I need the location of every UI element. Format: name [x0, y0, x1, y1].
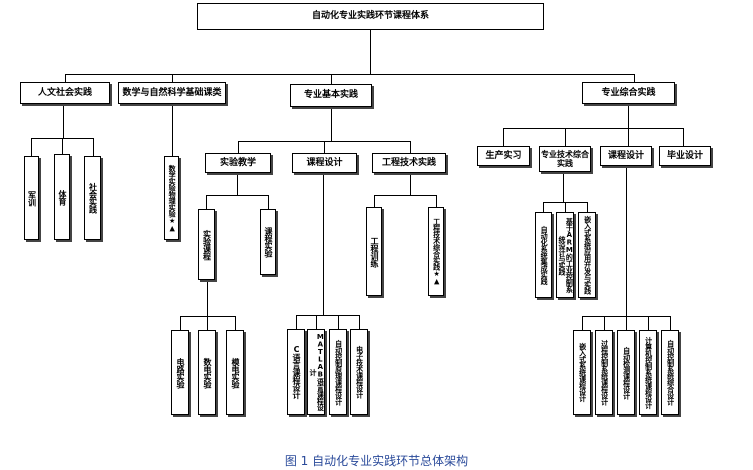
- node-course-experiment: 课程实验: [260, 209, 276, 275]
- connector: [436, 195, 437, 207]
- node-system-integration: 自动化系统集成实践: [535, 212, 552, 298]
- node-digital-electronics-experiment: 数电实验: [198, 330, 216, 415]
- connector: [670, 316, 671, 330]
- node-professional-basic: 专业基本实践: [290, 84, 372, 107]
- connector: [31, 138, 32, 156]
- connector: [628, 104, 629, 128]
- connector: [626, 166, 627, 316]
- node-computer-control-design: 计算机控制系统课程设计: [639, 330, 657, 415]
- node-math-science: 数学与自然科学基础课类: [118, 82, 226, 104]
- connector: [626, 316, 627, 330]
- node-military-training: 军训: [24, 156, 39, 240]
- connector: [628, 128, 629, 146]
- connector: [65, 74, 635, 75]
- connector: [587, 202, 588, 212]
- node-c-language-design: C语言课程设计: [287, 329, 305, 415]
- node-course-design-comprehensive: 课程设计: [600, 146, 652, 166]
- connector: [503, 128, 683, 129]
- connector: [565, 202, 566, 212]
- connector: [172, 104, 173, 156]
- connector: [410, 141, 411, 153]
- connector: [324, 141, 325, 153]
- connector: [543, 202, 544, 212]
- node-social-practice: 社会实践: [84, 156, 101, 240]
- connector: [206, 195, 207, 209]
- connector: [238, 141, 239, 153]
- connector: [331, 74, 332, 84]
- connector: [63, 104, 64, 138]
- node-tech-integration: 专业技术综合实践: [539, 146, 591, 172]
- node-humanities: 人文社会实践: [20, 82, 110, 104]
- node-analog-electronics-experiment: 模电实验: [226, 330, 244, 415]
- node-course-design-basic: 课程设计: [292, 153, 357, 173]
- connector: [359, 315, 360, 329]
- connector: [331, 107, 332, 141]
- node-circuit-experiment: 电路实验: [171, 330, 189, 415]
- connector: [374, 195, 436, 196]
- connector: [296, 315, 359, 316]
- node-electronics-design: 电子技术课程设计: [350, 329, 368, 415]
- connector: [65, 74, 66, 82]
- connector: [565, 128, 566, 146]
- node-arm-control-design: 基于ARM的工业控制系统设计与实践: [556, 212, 574, 298]
- connector: [207, 280, 208, 316]
- connector: [172, 74, 173, 82]
- connector: [503, 128, 504, 146]
- connector: [374, 195, 375, 207]
- connector: [683, 128, 684, 146]
- node-graduation-design: 毕业设计: [659, 146, 711, 166]
- connector: [604, 316, 605, 330]
- node-embedded-course-design: 嵌入式系统课程设计: [573, 330, 591, 415]
- node-process-control-design: 过程控制系统课程设计: [595, 330, 613, 415]
- connector: [207, 316, 208, 330]
- node-matlab-design: MATLAB语言课程设计: [307, 329, 325, 415]
- node-auto-control-design: 自动控制原理课程设计: [329, 329, 347, 415]
- node-production-internship: 生产实习: [477, 146, 530, 166]
- connector: [370, 30, 371, 75]
- connector: [338, 315, 339, 329]
- connector: [296, 315, 297, 329]
- connector: [634, 74, 635, 82]
- connector: [410, 173, 411, 195]
- node-engineering-practice: 工程技术实践: [372, 153, 446, 173]
- connector: [323, 173, 324, 315]
- node-experiment-course: 实验课程: [198, 209, 215, 280]
- node-engineering-training: 工程训练: [366, 207, 382, 296]
- node-professional-comprehensive: 专业综合实践: [582, 82, 675, 104]
- connector: [62, 138, 63, 154]
- connector: [563, 172, 564, 202]
- connector: [237, 173, 238, 195]
- connector: [582, 316, 583, 330]
- figure-caption: 图 1 自动化专业实践环节总体架构: [284, 454, 469, 468]
- node-engineering-comprehensive: 工程技术综合实践★▲: [428, 207, 444, 296]
- node-math-physics-experiment: 数学实验物理实验★▲: [164, 156, 179, 240]
- connector: [268, 195, 269, 209]
- root-node: 自动化专业实践环节课程体系: [197, 3, 544, 30]
- node-embedded-dev-practice: 嵌入式系统应用开发与实践: [578, 212, 596, 298]
- connector: [93, 138, 94, 156]
- node-physical-education: 体育: [54, 154, 70, 240]
- connector: [316, 315, 317, 329]
- node-auto-control-system-design: 自动控制系统综合设计: [661, 330, 679, 415]
- connector: [648, 316, 649, 330]
- connector: [180, 316, 181, 330]
- node-experiment-teaching: 实验教学: [205, 153, 271, 173]
- node-auto-detection-design: 自动检测课程设计: [617, 330, 635, 415]
- connector: [206, 195, 268, 196]
- connector: [235, 316, 236, 330]
